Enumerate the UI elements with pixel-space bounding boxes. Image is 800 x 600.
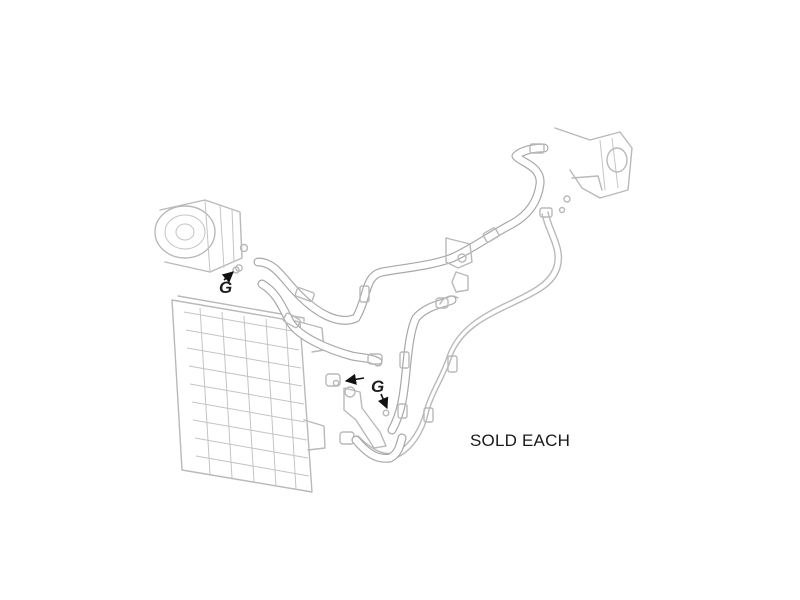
condenser (171, 295, 355, 493)
compressor (154, 199, 249, 273)
arrow-g-3 (377, 393, 389, 410)
callout-arrows (221, 271, 389, 410)
sold-each-note: SOLD EACH (470, 431, 571, 450)
ac-hoses (232, 143, 563, 463)
callout-g-right: G (371, 377, 385, 396)
arrow-g-2 (344, 373, 365, 385)
callout-g-left: G (219, 278, 233, 297)
evaporator-housing (554, 127, 633, 214)
arrow-g-1 (221, 271, 234, 283)
